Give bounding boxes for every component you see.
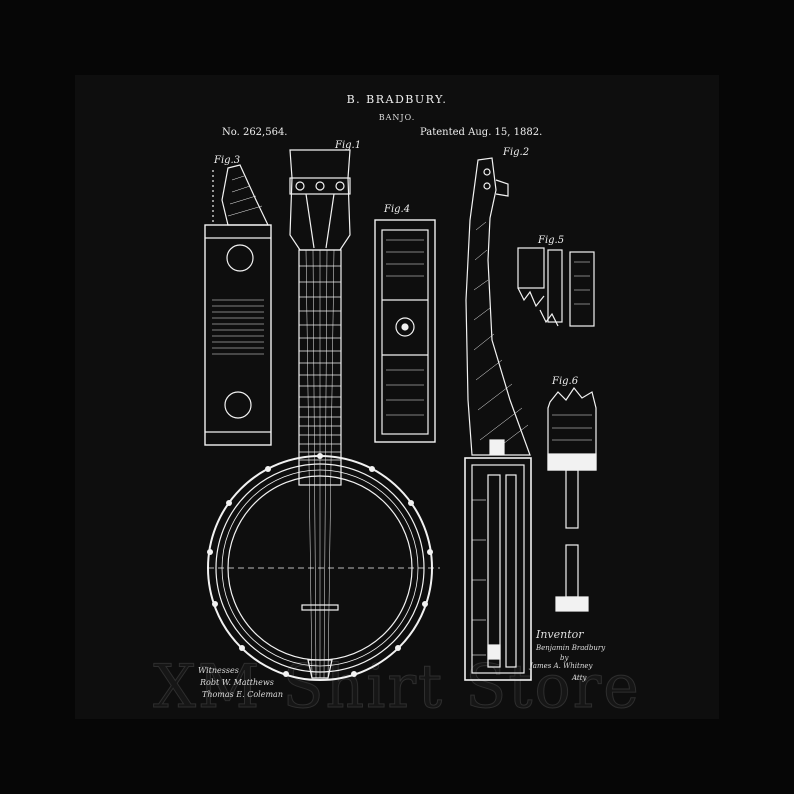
attorney-label: Atty [572,674,587,682]
blueprint-panel [75,75,719,719]
patent-date: Patented Aug. 15, 1882. [420,127,543,138]
fig1-label: Fig.1 [335,140,362,151]
witnesses-label: Witnesses [198,666,239,675]
fig2-banjo-side [464,157,532,681]
inventor-signature: Benjamin Bradbury [536,644,606,652]
fig2-label: Fig.2 [503,147,530,158]
by-label: by [560,654,569,662]
patent-title: BANJO. [378,113,416,122]
fig3-rim-section [204,164,272,446]
witness-1-signature: Robt W. Matthews [200,678,274,687]
attorney-signature: James A. Whitney [530,662,593,670]
watermark: XM Shirt Store [153,652,641,723]
fig6-bracket-detail [547,386,597,612]
fig5-label: Fig.5 [538,235,565,246]
fig5-detail [517,247,595,327]
fig1-banjo-front [207,149,440,681]
fig3-label: Fig.3 [214,155,241,166]
inventor-label: Inventor [536,628,584,641]
inventor-name-heading: B. BRADBURY. [346,93,448,106]
witness-2-signature: Thomas E. Coleman [202,690,283,699]
fig4-label: Fig.4 [384,204,411,215]
fig6-label: Fig.6 [552,376,579,387]
patent-number: No. 262,564. [222,127,288,138]
fig4-clamp-block [374,219,436,443]
